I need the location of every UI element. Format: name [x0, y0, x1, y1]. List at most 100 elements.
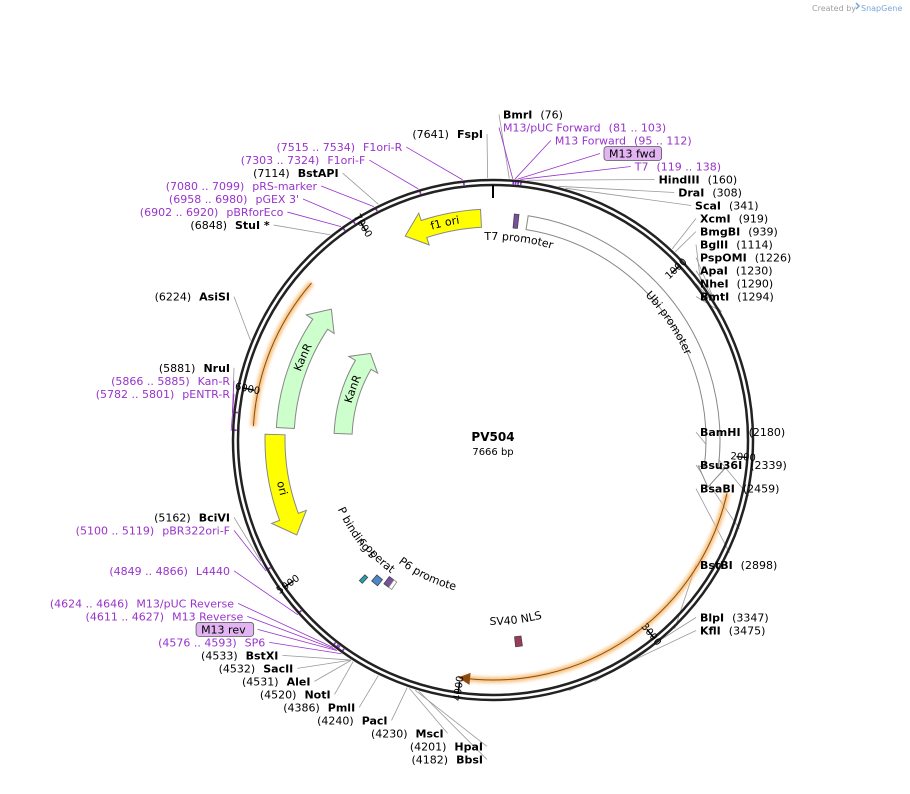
enzyme-name: NotI — [304, 688, 330, 701]
ruler-tick — [670, 265, 680, 275]
enzyme-label: KflI (3475) — [700, 624, 765, 637]
enzyme-label: (4533)BstXI — [201, 649, 278, 662]
primer-name: M13 Forward — [555, 135, 626, 148]
ruler-tick — [243, 387, 255, 391]
enzyme-position: (1114) — [736, 239, 773, 252]
enzyme-label: (6224)AsiSI — [155, 291, 230, 304]
enzyme-position: (308) — [712, 187, 742, 200]
enzyme-position: (7114) — [253, 167, 290, 180]
sp6-promoter-outline — [388, 579, 398, 590]
primer-name: pBRforEco — [226, 206, 283, 219]
primer-name-box — [603, 146, 662, 161]
primer-label: (4611 .. 4627)M13 Reverse — [86, 610, 244, 623]
primer-label-text: M13/pUC Forward(81 .. 103) — [503, 122, 666, 135]
primer-range: (4576 .. 4593) — [158, 636, 237, 649]
enzyme-position: (76) — [540, 109, 563, 122]
ruler-tick — [457, 681, 461, 693]
enzyme-position: (1230) — [736, 265, 773, 278]
primer-name: L4440 — [196, 565, 230, 578]
ruler-tick — [646, 628, 655, 639]
enzyme-label: BstBI(2898) — [700, 559, 777, 572]
enzyme-name: KflI — [700, 624, 721, 637]
enzyme-label-text: BmrI(76) — [503, 109, 563, 122]
kanr-highlight-core — [252, 282, 312, 427]
enzyme-label: HindIII(160) — [659, 174, 738, 187]
enzyme-label-text: (7641)FspI — [412, 128, 483, 141]
enzyme-label-text: (5881)NruI — [159, 362, 230, 375]
credit-text: Created by — [812, 4, 856, 13]
sv40-highlight-core — [462, 493, 728, 681]
enzyme-position: (4201) — [410, 740, 447, 753]
enzyme-position: (4240) — [317, 714, 354, 727]
enzyme-name: Bsu36I — [700, 459, 742, 472]
enzyme-leader-line — [565, 187, 692, 206]
enzyme-leader-line — [558, 185, 675, 193]
enzyme-name: HindIII — [659, 174, 700, 187]
primer-leader-line — [517, 153, 601, 180]
primer-leader-line — [247, 616, 336, 650]
enzyme-position: (4520) — [260, 688, 297, 701]
enzyme-leader-line — [342, 172, 379, 205]
plasmid-name: PV504 — [471, 430, 514, 444]
primer-range: (119 .. 138) — [657, 161, 722, 174]
primer-label: (4624 .. 4646)M13/pUC Reverse — [50, 597, 234, 610]
enzyme-label: ApaI(1230) — [700, 265, 772, 278]
enzyme-leader-line — [282, 655, 351, 661]
primer-leader-line — [302, 198, 352, 220]
primer-name: pGEX 3' — [255, 193, 299, 206]
primer-name: M13 rev — [201, 623, 246, 636]
enzyme-leader-line — [675, 231, 697, 253]
enzyme-label-text: HindIII(160) — [659, 174, 738, 187]
primer-range: (5782 .. 5801) — [96, 388, 175, 401]
snapgene-logo-icon — [855, 2, 861, 10]
enzyme-position: (5162) — [154, 511, 191, 524]
primer-label-text: (6902 .. 6920) pBRforEco — [140, 206, 284, 219]
primer-label: (4576 .. 4593)SP6 — [158, 636, 265, 649]
ruler-tick-label: 1000 — [664, 257, 690, 282]
primer-name: M13 fwd — [609, 148, 656, 161]
enzyme-position: (2339) — [750, 459, 787, 472]
enzyme-name: BsaBI — [700, 483, 735, 496]
primer-leader-line — [269, 642, 342, 655]
primer-label: (7080 .. 7099)pRS-marker — [166, 180, 318, 193]
primer-site-mark — [341, 648, 345, 652]
ori-label: ori — [274, 480, 290, 497]
enzyme-label: BglII (1114) — [700, 239, 773, 252]
enzyme-label-text: (4532) SacII — [219, 662, 294, 675]
enzyme-leader-line — [695, 431, 750, 497]
enzyme-position: (2459) — [743, 483, 780, 496]
enzyme-position: (3475) — [729, 624, 766, 637]
sv40-nls-mark — [514, 635, 523, 648]
enzyme-position: (6224) — [155, 291, 192, 304]
enzyme-label-text: BmgBI(939) — [700, 226, 778, 239]
sv40-highlight-arc — [461, 492, 730, 683]
primer-leader-line — [520, 166, 631, 180]
enzyme-label-text: (4240)PacI — [317, 714, 387, 727]
primer-label-text: (4624 .. 4646)M13/pUC Reverse — [50, 597, 234, 610]
primer-range: (95 .. 112) — [634, 135, 692, 148]
enzyme-leader-line — [527, 179, 655, 181]
primer-label: (4849 .. 4866)L4440 — [109, 565, 230, 578]
enzyme-position: (919) — [739, 213, 769, 226]
enzyme-name: BstXI — [246, 649, 279, 662]
ruler-tick-label: 2000 — [730, 451, 756, 464]
enzyme-label-text: (4182)BbsI — [412, 753, 483, 766]
enzyme-name: PmlI — [328, 701, 355, 714]
primer-name: pBR322ori-F — [162, 524, 230, 537]
enzyme-label: Bsu36I (2339) — [700, 459, 787, 472]
enzyme-label-text: (5162)BciVI — [154, 511, 230, 524]
primer-range: (6902 .. 6920) — [140, 206, 219, 219]
primer-label: (5866 .. 5885)Kan-R — [111, 375, 230, 388]
primer-site-mark — [333, 642, 337, 646]
primer-range: (5866 .. 5885) — [111, 375, 190, 388]
enzyme-name: SacII — [263, 662, 293, 675]
enzyme-name: BglII — [700, 239, 728, 252]
enzyme-position: (4532) — [219, 662, 256, 675]
primer-leader-line — [233, 530, 267, 572]
enzyme-position: (1294) — [737, 291, 774, 304]
enzyme-name: MscI — [416, 727, 444, 740]
enzyme-position: (341) — [729, 200, 759, 213]
enzyme-name: BstAPI — [298, 167, 339, 180]
enzyme-label: DraI(308) — [678, 187, 742, 200]
